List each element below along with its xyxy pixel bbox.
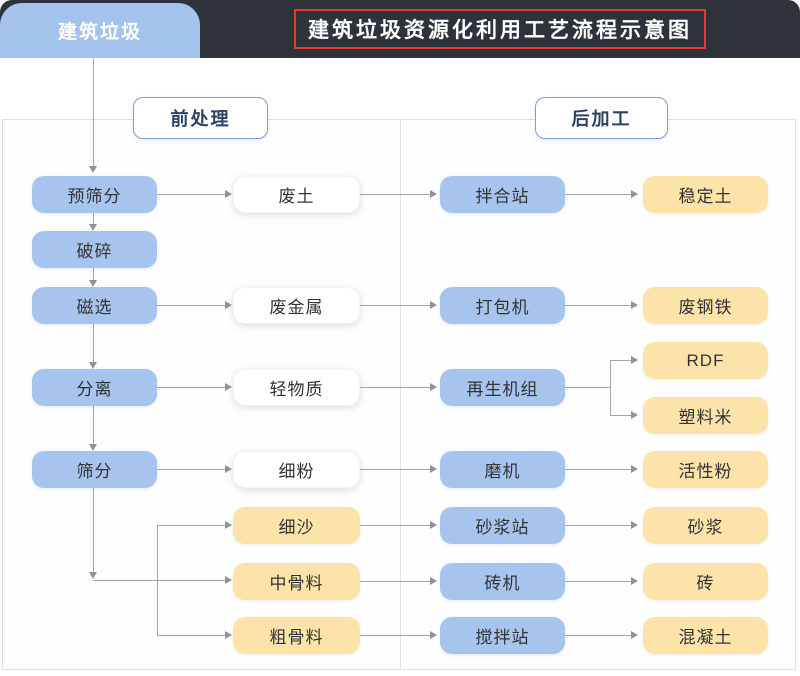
arrowhead bbox=[631, 465, 638, 473]
arrowhead bbox=[631, 411, 638, 419]
connector-screening-to-mediumaggregate bbox=[93, 580, 225, 581]
node-plastic-pellets: 塑料米 bbox=[643, 397, 768, 434]
arrowhead bbox=[225, 631, 232, 639]
arrowhead bbox=[89, 444, 97, 451]
arrowhead bbox=[225, 301, 232, 309]
arrowhead bbox=[225, 190, 232, 198]
arrowhead bbox=[631, 356, 638, 364]
connector-mortarstation-to-mortar bbox=[565, 525, 631, 526]
arrowhead bbox=[430, 190, 437, 198]
page-title: 建筑垃圾资源化利用工艺流程示意图 bbox=[294, 9, 706, 49]
connector-magnetic-to-separation bbox=[93, 324, 94, 362]
connector-scrapmetal-to-baler bbox=[360, 305, 430, 306]
arrowhead bbox=[89, 224, 97, 231]
node-recycling-unit: 再生机组 bbox=[440, 369, 565, 406]
arrowhead bbox=[430, 631, 437, 639]
node-mill: 磨机 bbox=[440, 451, 565, 488]
node-scrap-steel: 废钢铁 bbox=[643, 287, 768, 324]
arrowhead bbox=[89, 280, 97, 287]
connector-prescreening-to-crushing bbox=[93, 213, 94, 224]
arrowhead bbox=[430, 465, 437, 473]
node-concrete-mixing-station: 搅拌站 bbox=[440, 617, 565, 654]
arrowhead bbox=[430, 301, 437, 309]
arrowhead bbox=[631, 190, 638, 198]
connector-finesand-to-mortarstation bbox=[360, 525, 430, 526]
node-scrap-metal: 废金属 bbox=[233, 287, 360, 324]
node-stabilized-soil: 稳定土 bbox=[643, 176, 768, 213]
node-mortar-station: 砂浆站 bbox=[440, 507, 565, 544]
connector-screening-down bbox=[93, 488, 94, 572]
connector-branch-to-coarseaggregate bbox=[157, 635, 225, 636]
connector-finepowder-to-mill bbox=[360, 469, 430, 470]
arrowhead bbox=[89, 572, 97, 579]
connector-branch-to-rdf bbox=[610, 360, 631, 361]
arrowhead bbox=[89, 362, 97, 369]
node-fine-sand: 细沙 bbox=[233, 507, 360, 544]
node-rdf: RDF bbox=[643, 342, 768, 379]
section-label-postprocessing: 后加工 bbox=[535, 97, 668, 139]
section-label-pretreatment: 前处理 bbox=[133, 97, 268, 139]
connector-prescreening-to-wastesoil bbox=[157, 194, 225, 195]
node-separation: 分离 bbox=[32, 369, 157, 406]
node-active-powder: 活性粉 bbox=[643, 451, 768, 488]
connector-source-to-prescreening bbox=[93, 58, 94, 166]
node-medium-aggregate: 中骨料 bbox=[233, 563, 360, 600]
node-mortar: 砂浆 bbox=[643, 507, 768, 544]
node-brick: 砖 bbox=[643, 563, 768, 600]
node-screening: 筛分 bbox=[32, 451, 157, 488]
arrowhead bbox=[631, 521, 638, 529]
arrowhead bbox=[430, 577, 437, 585]
arrowhead bbox=[225, 521, 232, 529]
connector-baler-to-scrapsteel bbox=[565, 305, 631, 306]
arrowhead bbox=[430, 383, 437, 391]
arrowhead bbox=[225, 576, 232, 584]
arrowhead bbox=[89, 166, 97, 173]
arrowhead bbox=[631, 301, 638, 309]
connector-branch-vertical bbox=[610, 360, 611, 415]
node-baler: 打包机 bbox=[440, 287, 565, 324]
source-tab-label: 建筑垃圾 bbox=[57, 22, 142, 43]
node-magnetic-separation: 磁选 bbox=[32, 287, 157, 324]
connector-mixingstation-to-stabilizedsoil bbox=[565, 194, 631, 195]
connector-lightmaterial-to-recyclingunit bbox=[360, 387, 430, 388]
source-tab: 建筑垃圾 bbox=[0, 3, 200, 58]
arrowhead bbox=[430, 521, 437, 529]
node-pre-screening: 预筛分 bbox=[32, 176, 157, 213]
connector-mediumaggregate-to-brickmachine bbox=[360, 581, 430, 582]
arrowhead bbox=[225, 383, 232, 391]
connector-wastesoil-to-mixingstation bbox=[360, 194, 430, 195]
section-divider bbox=[400, 119, 401, 670]
node-brick-machine: 砖机 bbox=[440, 563, 565, 600]
connector-separation-to-screening bbox=[93, 406, 94, 444]
arrowhead bbox=[225, 465, 232, 473]
connector-branch-to-plasticpellets bbox=[610, 415, 631, 416]
connector-mill-to-activepowder bbox=[565, 469, 631, 470]
node-mixing-station: 拌合站 bbox=[440, 176, 565, 213]
connector-crushing-to-magnetic bbox=[93, 268, 94, 280]
connector-recyclingunit-branch bbox=[565, 387, 610, 388]
arrowhead bbox=[631, 577, 638, 585]
node-crushing: 破碎 bbox=[32, 231, 157, 268]
connector-concretestation-to-concrete bbox=[565, 635, 631, 636]
title-highlight-box: 建筑垃圾资源化利用工艺流程示意图 bbox=[200, 0, 800, 58]
connector-magnetic-to-scrapmetal bbox=[157, 305, 225, 306]
connector-screening-to-finepowder bbox=[157, 469, 225, 470]
node-coarse-aggregate: 粗骨料 bbox=[233, 617, 360, 654]
connector-coarseaggregate-to-concretestation bbox=[360, 635, 430, 636]
connector-separation-to-lightmaterial bbox=[157, 387, 225, 388]
connector-branch-to-finesand bbox=[157, 525, 225, 526]
node-waste-soil: 废土 bbox=[233, 176, 360, 213]
connector-brickmachine-to-brick bbox=[565, 581, 631, 582]
arrowhead bbox=[631, 631, 638, 639]
node-light-material: 轻物质 bbox=[233, 369, 360, 406]
node-concrete: 混凝土 bbox=[643, 617, 768, 654]
node-fine-powder: 细粉 bbox=[233, 451, 360, 488]
